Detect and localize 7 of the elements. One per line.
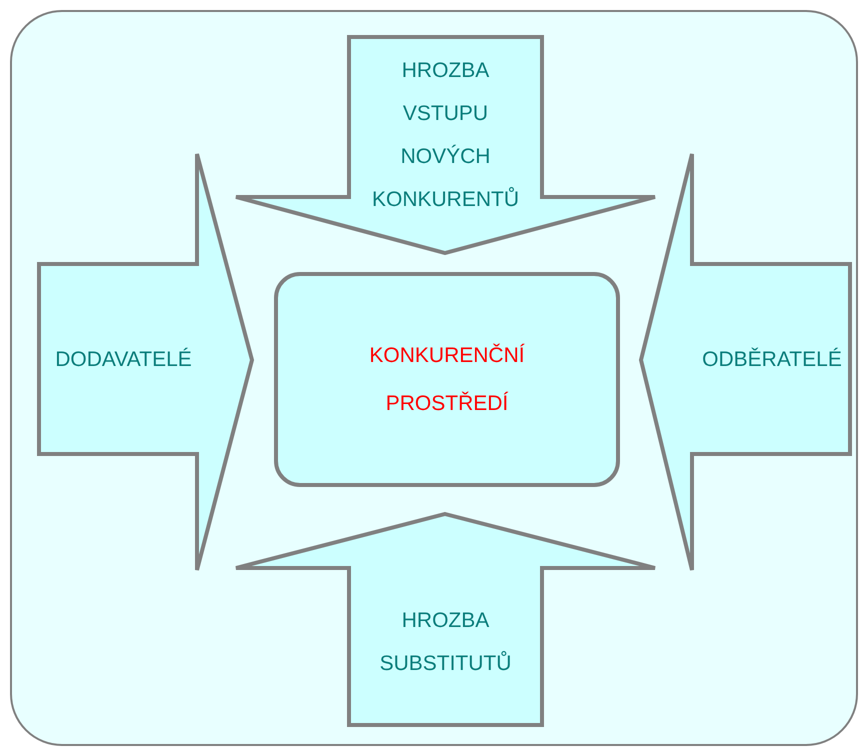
panel-background xyxy=(10,10,858,746)
rounded-box xyxy=(274,272,620,487)
arrow-label: HROZBA SUBSTITUTŮ xyxy=(378,608,512,677)
arrow-label: DODAVATELÉ xyxy=(55,346,192,373)
arrow-label: ODBĚRATELÉ xyxy=(702,346,842,373)
arrow-label: HROZBA VSTUPU NOVÝCH KONKURENTŮ xyxy=(370,58,520,213)
box-label: KONKURENČNÍ PROSTŘEDÍ xyxy=(368,342,526,416)
